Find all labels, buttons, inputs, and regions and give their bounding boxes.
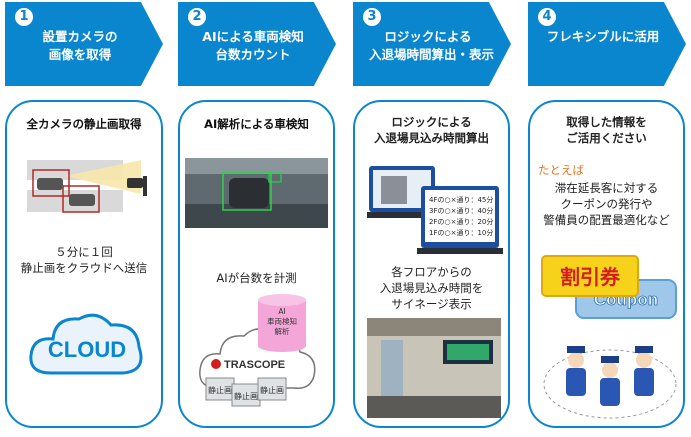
camera-icon — [127, 178, 143, 188]
card-heading: AI解析による車検知 — [204, 117, 309, 131]
db-label-line: AI — [278, 307, 285, 316]
security-guard-icon — [566, 346, 586, 396]
card2-desc: AIが台数を計測 — [216, 271, 297, 285]
camera-diagram — [27, 160, 147, 213]
cloud-icon: CLOUD — [29, 313, 143, 375]
svg-text:割引券: 割引券 — [560, 265, 621, 289]
step-title: フレキシブルに活用 — [546, 29, 660, 44]
card4-heading: 取得した情報を ご活用ください — [566, 115, 647, 145]
card-logic: ロジックによる 入退場見込み時間算出 4Fの○×通り：45分 3Fの○×通り：40… — [353, 100, 510, 428]
svg-text:静止画: 静止画 — [234, 391, 258, 401]
step-arrow-3: 3 ロジックによる 入退場時間算出・表示 — [353, 2, 511, 86]
signage-photo — [367, 318, 501, 418]
example-label: たとえば — [538, 163, 584, 177]
wait-time-row: 1Fの○×通り：10分 — [429, 228, 493, 237]
card-heading: 全カメラの静止画取得 — [26, 117, 142, 131]
wait-time-row: 3Fの○×通り：40分 — [429, 206, 493, 215]
laptop-diagram: 4Fの○×通り：45分 3Fの○×通り：40分 2Fの○×通り：20分 1Fの○×通り… — [367, 166, 503, 254]
cloud-label: CLOUD — [48, 337, 126, 362]
svg-text:静止画: 静止画 — [260, 385, 284, 395]
step-title: 設置カメラの 画像を取得 — [42, 29, 118, 62]
brand-logo-icon — [211, 359, 221, 369]
step-number: 1 — [15, 8, 33, 26]
signage-screen — [447, 344, 489, 360]
card3-heading: ロジックによる 入退場見込み時間算出 — [374, 115, 489, 145]
parking-photo — [185, 158, 328, 228]
still-image-card: 静止画 — [205, 377, 235, 401]
card-use: 取得した情報を ご活用ください たとえば 滞在延長客に対する クーポンの発行や … — [528, 100, 685, 428]
database-icon — [258, 294, 306, 352]
wait-time-row: 2Fの○×通り：20分 — [429, 217, 493, 226]
still-image-card: 静止画 — [257, 377, 287, 401]
card1-desc: ５分に１回 静止画をクラウドへ送信 — [20, 245, 148, 275]
db-label-line: 解析 — [275, 326, 290, 336]
step-arrow-1: 1 設置カメラの 画像を取得 — [5, 2, 163, 86]
step-arrow-4: 4 フレキシブルに活用 — [528, 2, 686, 86]
coupon-jp-ticket — [541, 255, 639, 297]
svg-text:静止画: 静止画 — [208, 385, 232, 395]
step-title: AIによる車両検知 台数カウント — [202, 29, 304, 62]
step-number: 2 — [188, 8, 206, 26]
step-number: 3 — [363, 8, 381, 26]
example-text: 滞在延長客に対する クーポンの発行や 警備員の配置最適化など — [543, 181, 670, 227]
brand-name: TRASCOPE — [224, 359, 285, 371]
wait-time-row: 4Fの○×通り：45分 — [429, 195, 493, 204]
db-label-line: 車両検知 — [267, 316, 297, 326]
step-number: 4 — [538, 8, 556, 26]
coupon-illustration: Coupon 割引券 — [541, 255, 677, 419]
detection-box — [222, 171, 272, 211]
still-image-card: 静止画 — [231, 383, 261, 407]
step-title: ロジックによる 入退場時間算出・表示 — [369, 29, 495, 62]
card3-desc: 各フロアからの 入退場見込み時間を サイネージ表示 — [379, 265, 484, 311]
security-guard-icon — [634, 346, 654, 396]
security-guard-icon — [600, 356, 620, 406]
card-camera: 全カメラの静止画取得 ５分に１回 静止画をクラウドへ送信 CLOUD — [5, 100, 163, 428]
